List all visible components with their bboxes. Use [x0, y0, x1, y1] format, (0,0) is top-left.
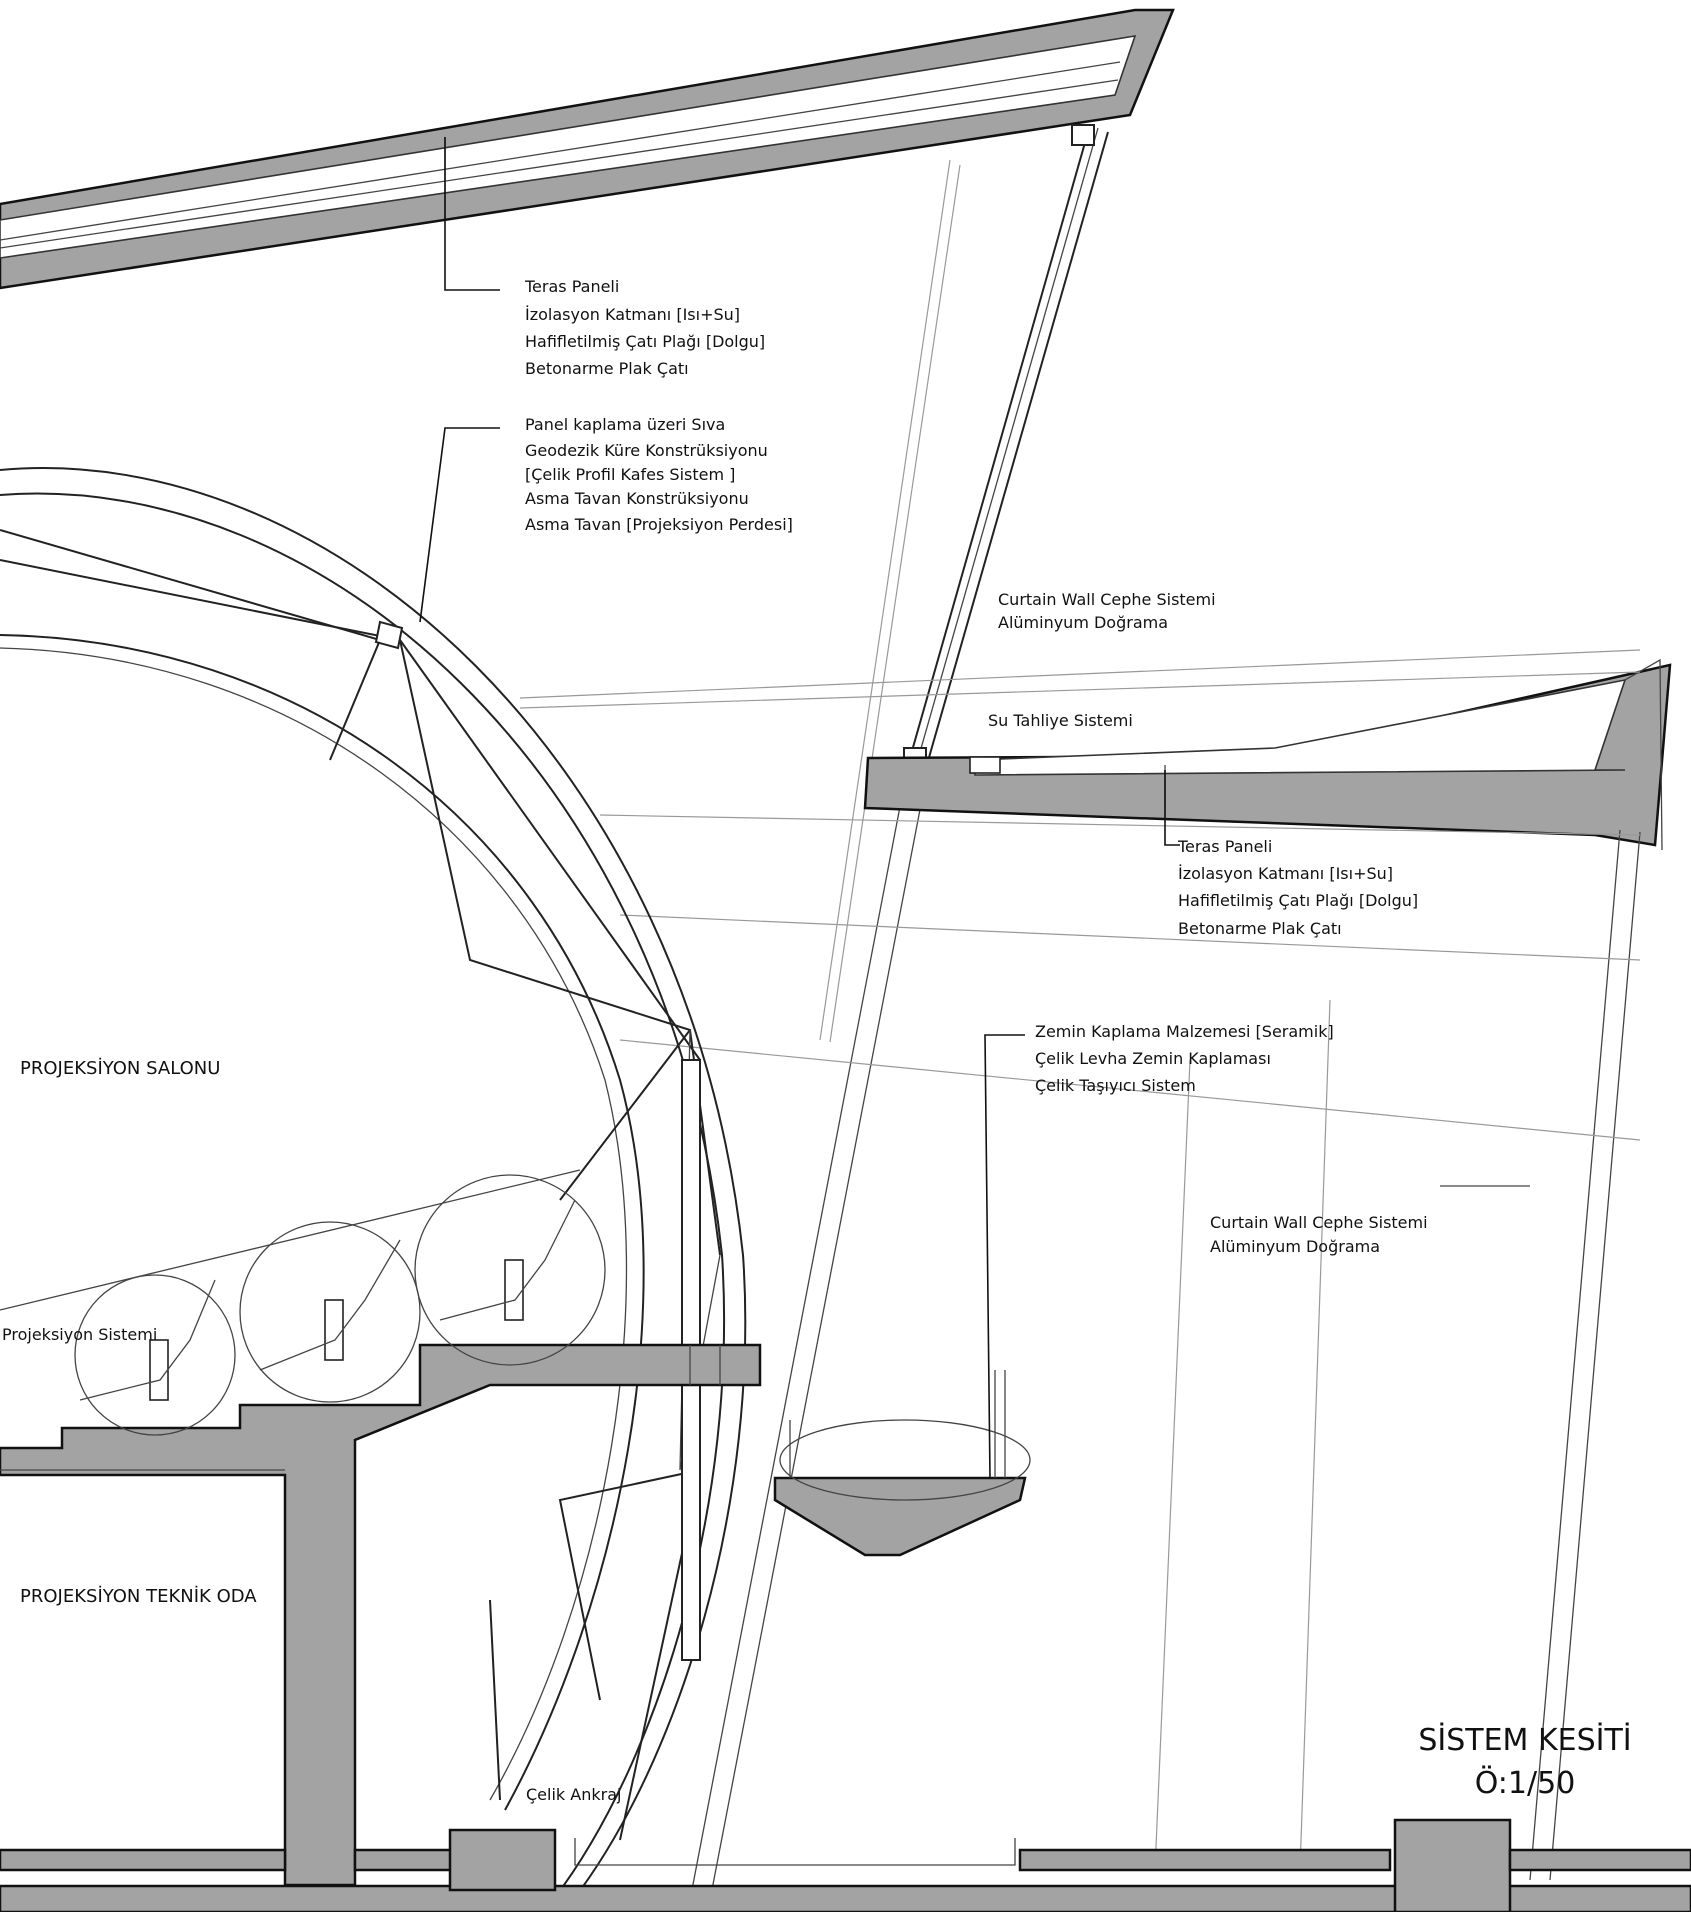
floor-line-3: Çelik Taşıyıcı Sistem [1035, 1076, 1196, 1095]
ground-slab [0, 1818, 1691, 1912]
curtain-wall-upper-line-2: Alüminyum Doğrama [998, 613, 1168, 632]
curtain-wall-upper-label: Curtain Wall Cephe Sistemi Alüminyum Doğ… [998, 590, 1216, 632]
floor-label: Zemin Kaplama Malzemesi [Seramik] Çelik … [1035, 1022, 1334, 1095]
upper-roof-line-3: Hafifletilmiş Çatı Plağı [Dolgu] [525, 332, 765, 351]
dome-line-2: Geodezik Küre Konstrüksiyonu [525, 441, 768, 460]
dome-line-3: [Çelik Profil Kafes Sistem ] [525, 465, 735, 484]
upper-roof-line-1: Teras Paneli [524, 277, 619, 296]
dome-line-4: Asma Tavan Konstrüksiyonu [525, 489, 749, 508]
steel-platform [773, 1370, 1031, 1557]
curtain-wall-lower-line-1: Curtain Wall Cephe Sistemi [1210, 1213, 1428, 1232]
title-scale: Ö:1/50 [1475, 1765, 1576, 1801]
drainage-label: Su Tahliye Sistemi [988, 711, 1133, 730]
floor-line-2: Çelik Levha Zemin Kaplaması [1035, 1049, 1271, 1068]
upper-roof-label: Teras Paneli İzolasyon Katmanı [Isı+Su] … [524, 277, 765, 378]
lower-roof-line-1: Teras Paneli [1177, 837, 1272, 856]
dome-line-1: Panel kaplama üzeri Sıva [525, 415, 725, 434]
curtain-wall-upper-line-1: Curtain Wall Cephe Sistemi [998, 590, 1216, 609]
leader-lines [419, 137, 1180, 1479]
curtain-wall-lower-line-2: Alüminyum Doğrama [1210, 1237, 1380, 1256]
lower-roof-line-2: İzolasyon Katmanı [Isı+Su] [1178, 864, 1393, 883]
lower-roof-slab [863, 658, 1672, 1881]
projection-system-label: Projeksiyon Sistemi [2, 1325, 157, 1344]
dome-label: Panel kaplama üzeri Sıva Geodezik Küre K… [525, 415, 793, 534]
floor-line-1: Zemin Kaplama Malzemesi [Seramik] [1035, 1022, 1334, 1041]
upper-roof-line-4: Betonarme Plak Çatı [525, 359, 689, 378]
projection-hall-label: PROJEKSİYON SALONU [20, 1058, 220, 1079]
upper-roof-line-2: İzolasyon Katmanı [Isı+Su] [525, 305, 740, 324]
curtain-wall-lower-label: Curtain Wall Cephe Sistemi Alüminyum Doğ… [1210, 1213, 1428, 1256]
drawing-title: SİSTEM KESİTİ Ö:1/50 [1418, 1722, 1631, 1801]
geodesic-dome [0, 467, 747, 1901]
cinema-seats [0, 1169, 606, 1436]
title-name: SİSTEM KESİTİ [1418, 1722, 1631, 1758]
anchor-label: Çelik Ankraj [526, 1785, 621, 1804]
reference-lines [519, 649, 1641, 1871]
tiered-floor-structure [0, 1343, 762, 1887]
lower-roof-line-4: Betonarme Plak Çatı [1178, 919, 1342, 938]
technical-room-label: PROJEKSİYON TEKNİK ODA [20, 1586, 257, 1607]
upper-curtain-wall [689, 124, 1109, 1901]
dome-line-5: Asma Tavan [Projeksiyon Perdesi] [525, 515, 793, 534]
upper-roof-slab [0, 8, 1175, 290]
lower-roof-line-3: Hafifletilmiş Çatı Plağı [Dolgu] [1178, 891, 1418, 910]
lower-roof-label: Teras Paneli İzolasyon Katmanı [Isı+Su] … [1177, 837, 1418, 938]
